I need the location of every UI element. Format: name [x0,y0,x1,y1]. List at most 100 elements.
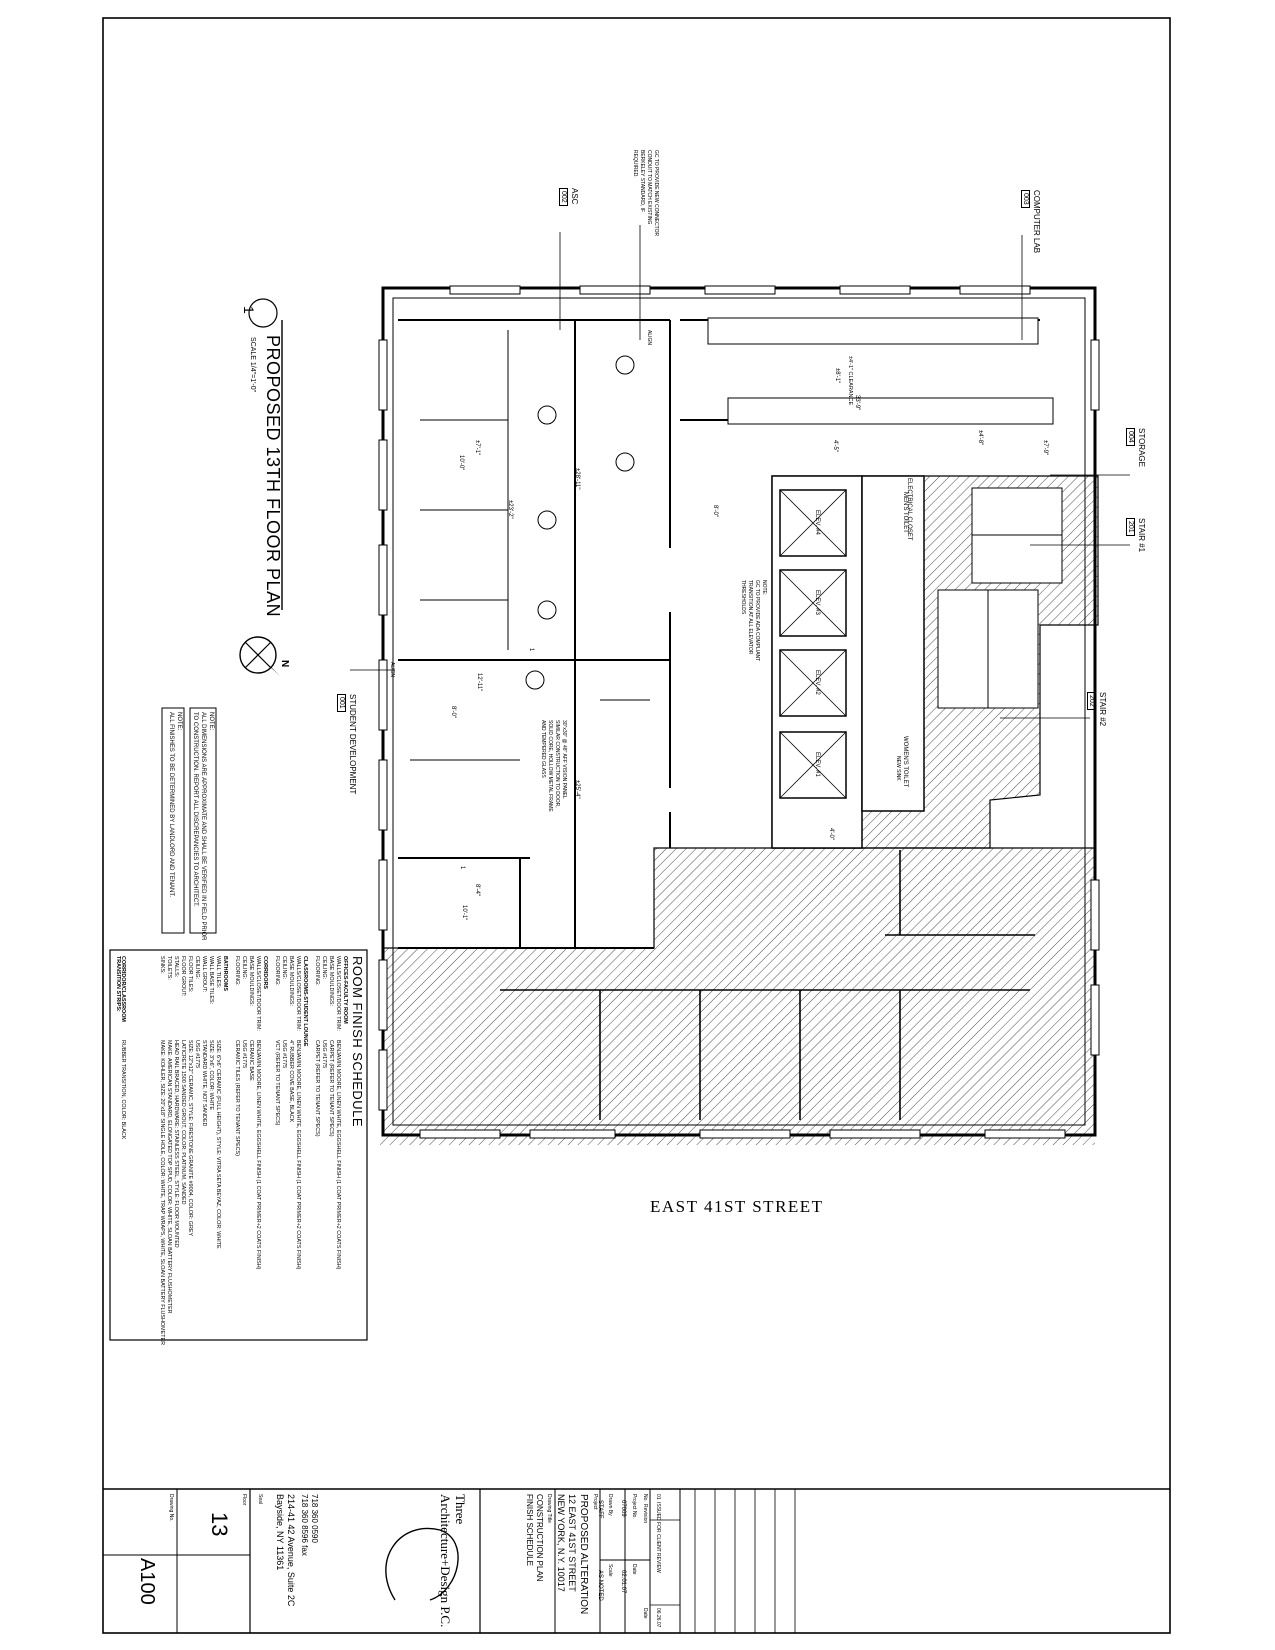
cubicle-lines [410,330,650,761]
firm-address-2: Bayside, NY 11361 [275,1494,285,1571]
label-womens-toilet: WOMEN'S TOILET [902,736,908,788]
room-number-201: 201 [1126,518,1135,536]
schedule-spec: VCT (REFER TO TENANT SPECS) [274,1040,280,1126]
plan-note-gc-line1: GC TO PROVIDE NEW CONNECTOR [653,150,659,237]
firm-logo [385,1527,459,1601]
dim-4-8: ±4'-8" [977,430,983,446]
schedule-spec: USG #1775 [321,1040,327,1069]
schedule-item: CEILING: [194,956,200,980]
schedule-item: WALLS/CLOSET/DOOR TRIM: [335,956,341,1031]
schedule-group-classrooms: CLASSROOMS-STUDENT LOUNGE [302,956,308,1047]
floor-number: 13 [207,1512,232,1537]
schedule-item: FLOORING: [234,956,240,986]
finishes-note-box [161,707,185,934]
tag-1-a: 1 [528,648,534,652]
plan-note-ada-line3: TRANSITION AT ALL ELEVATOR [747,580,753,655]
computer-lab-counters [707,317,1054,425]
dim-10-1: 10'-1" [461,905,467,921]
room-number-001: 001 [337,694,346,712]
schedule-spec: MAKE: KOHLER, SIZE: 20"x18" SINGLE HOLE,… [159,1040,165,1345]
plan-note-ada-line1: NOTE: [761,580,767,596]
drawing-number: A100 [136,1558,158,1605]
date-label: Date [631,1564,637,1575]
general-note-line1: ALL DIMENSIONS ARE APPROXIMATE AND SHALL… [200,712,206,941]
drawing-title-line1: CONSTRUCTION PLAN [535,1494,544,1582]
drawing-scale-note: SCALE 1/4"=1'-0" [249,337,256,393]
windows-left [378,339,388,1111]
general-note-box [189,707,217,934]
finish-schedule-title: ROOM FINISH SCHEDULE [350,956,365,1128]
schedule-item: CEILING: [321,956,327,980]
project-name: PROPOSED ALTERATION [578,1494,589,1615]
schedule-item: BASE MOULDINGS: [288,956,294,1007]
general-note-label: NOTE: [208,712,214,731]
schedule-item: BASE MOULDINGS: [248,956,254,1007]
drawing-title: PROPOSED 13TH FLOOR PLAN [263,335,283,618]
drawn-by-label: Drawn By [607,1494,613,1516]
firm-name-line1: Three [453,1494,468,1525]
drawing-callout-circle [248,298,278,328]
floor-plan [378,285,1100,1145]
room-name-student-development: STUDENT DEVELOPMENT [348,694,357,795]
general-note-line2: TO CONSTRUCTION. REPORT ALL DISCREPANCIE… [192,712,198,907]
schedule-group-transition: CORRIDOR/CLASSROOM TRANSITION STRIPS: [114,956,126,1022]
schedule-item: STALLS: [173,956,179,978]
north-label: N [279,660,290,668]
schedule-item: SINKS: [159,956,165,974]
title-block [103,1488,1170,1633]
drawing-title-line2: FINISH SCHEDULE [525,1494,534,1567]
schedule-spec: USG #1775 [241,1040,247,1069]
drawing-callout-number: 1 [241,306,257,314]
plan-note-gc-line3: BERKELEY STANDARD, IF [639,150,645,213]
dim-8-1: ±8'-1" [834,368,840,384]
label-new-sink: NEW SINK [895,756,901,781]
dim-12-11: 12'-11" [476,673,482,692]
dim-33-9: 33'-9" [854,395,860,411]
drawing-title-label: Drawing Title [546,1494,552,1523]
dim-4-0: 4'-0" [828,828,834,840]
label-align-left: ALIGN [389,662,395,678]
room-name-computer-lab: COMPUTER LAB [1032,190,1041,254]
label-elev-1: ELEV. #1 [814,752,820,777]
firm-phone: 718 360 0590 [310,1494,319,1543]
schedule-spec: BENJAMIN MOORE, LINEN WHITE, EGGSHELL FI… [295,1040,301,1270]
plan-note-panel-line3: SOLID CORE, HOLLOW METAL FRAME [547,720,553,812]
schedule-group-corridors: CORRIDORS [262,956,268,989]
dim-28-11: ±28'-11" [574,468,580,490]
schedule-spec: SIZE: 6"x6" CERAMIC (FULL HEIGHT), STYLE… [215,1040,221,1249]
dim-23-2: ±23'-2" [507,500,513,519]
room-number-003: 003 [1021,190,1030,208]
plan-note-gc-line2: CONDUIT TO MATCH EXISTING [646,150,652,225]
room-number-202: 202 [1087,692,1096,710]
street-label: EAST 41ST STREET [650,1197,824,1216]
schedule-item: TOILETS: [166,956,172,980]
schedule-spec: CERAMIC TILES (REFER TO TENANT SPECS) [234,1040,240,1157]
project-address-1: 12 EAST 41ST STREET [567,1494,577,1592]
project-no-label: Project No. [631,1494,637,1519]
finishes-note-text: ALL FINISHES TO BE DETERMINED BY LANDLOR… [168,712,174,898]
schedule-item: FLOORING: [314,956,320,986]
schedule-item: WALL TILES: [215,956,221,989]
label-elev-2: ELEV. #2 [814,670,820,695]
schedule-spec: CARPET (REFER TO TENANT SPECS) [328,1040,334,1137]
room-name-stair-1: STAIR #1 [1137,518,1146,553]
room-number-002: 002 [559,188,568,206]
drawing-no-label: Drawing No. [168,1494,174,1522]
existing-partitions [500,850,1035,1120]
label-elev-4: ELEV. #4 [814,510,820,535]
firm-address-1: 214-41 42 Avenue, Suite 2C [286,1494,296,1607]
firm-name-line2: Architecture+Design P.C. [438,1494,453,1628]
schedule-spec: USG #1775 [281,1040,287,1069]
schedule-spec: CARPET (REFER TO TENANT SPECS) [314,1040,320,1137]
schedule-spec: 4" RUBBER COVE BASE, BLACK [288,1040,294,1123]
dim-8-0: 8'-0" [712,505,718,517]
windows-right [1090,339,1100,1056]
label-mens-toilet: MEN'S TOILET [902,492,908,533]
finishes-note-label: NOTE: [176,712,182,731]
dim-8-4: 8'-4" [474,884,480,896]
room-number-004: 004 [1126,428,1135,446]
revision-no: 01 [655,1494,661,1500]
plan-note-gc-line4: REQUIRED. [632,150,638,178]
schedule-item: CEILING: [241,956,247,980]
revision-date: 06.26.07 [655,1608,661,1628]
